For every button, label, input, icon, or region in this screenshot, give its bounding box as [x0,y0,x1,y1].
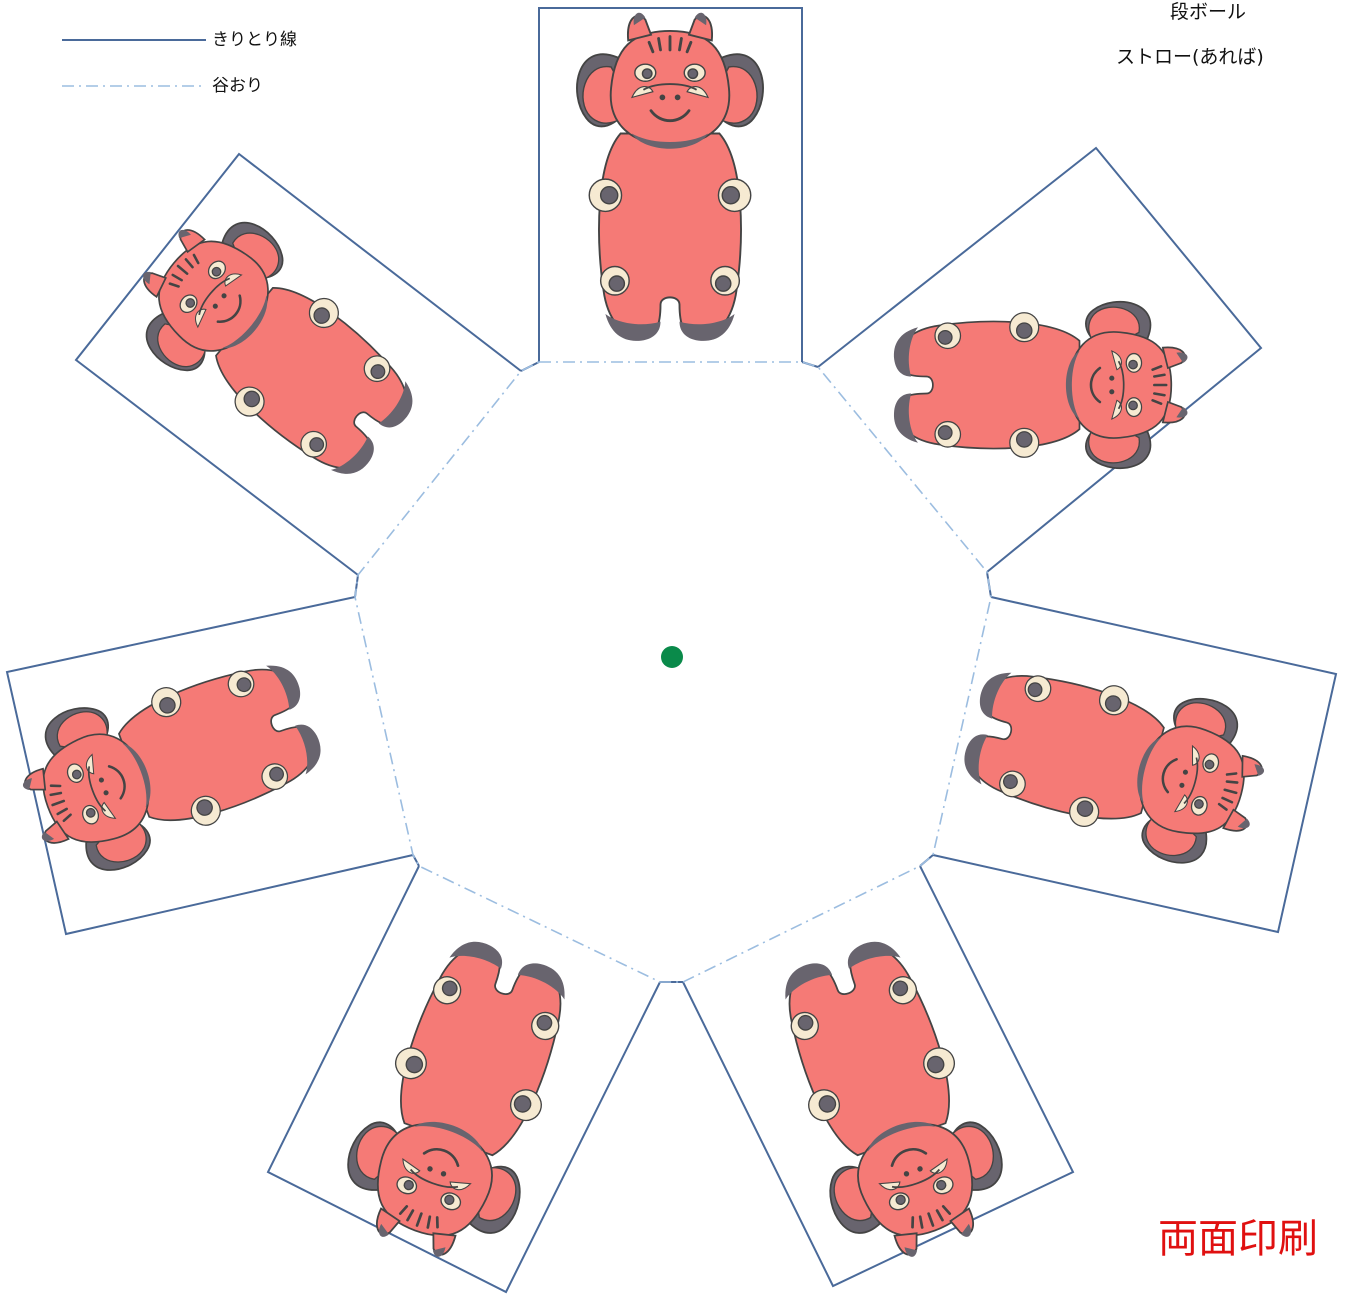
panel-right-outline [932,596,1338,934]
double-sided-print-notice: 両面印刷 [1158,1216,1318,1262]
material-cardboard: 段ボール [1170,1,1247,23]
material-straw: ストロー(あれば) [1116,46,1264,68]
panel-upper-left-outline [74,152,522,576]
legend-valley-fold-label: 谷おり [212,76,263,96]
panel-right-figure [950,640,1280,880]
legend-cut-line-label: きりとり線 [212,30,297,50]
panel-upper-right-figure [892,300,1189,470]
panel-top-outline [538,7,803,362]
panel-lower-right-outline [682,865,1075,1288]
cut-panels [5,7,1338,1294]
panel-lower-right-figure [750,923,1025,1279]
panel-upper-left-figure [106,187,442,507]
panel-top-figure [575,11,765,343]
panel-left-outline [5,596,414,936]
panel-left-figure [2,632,339,892]
valley-fold-heptagon [354,361,992,983]
panel-lower-left-figure [325,923,600,1279]
center-dot [661,646,683,668]
